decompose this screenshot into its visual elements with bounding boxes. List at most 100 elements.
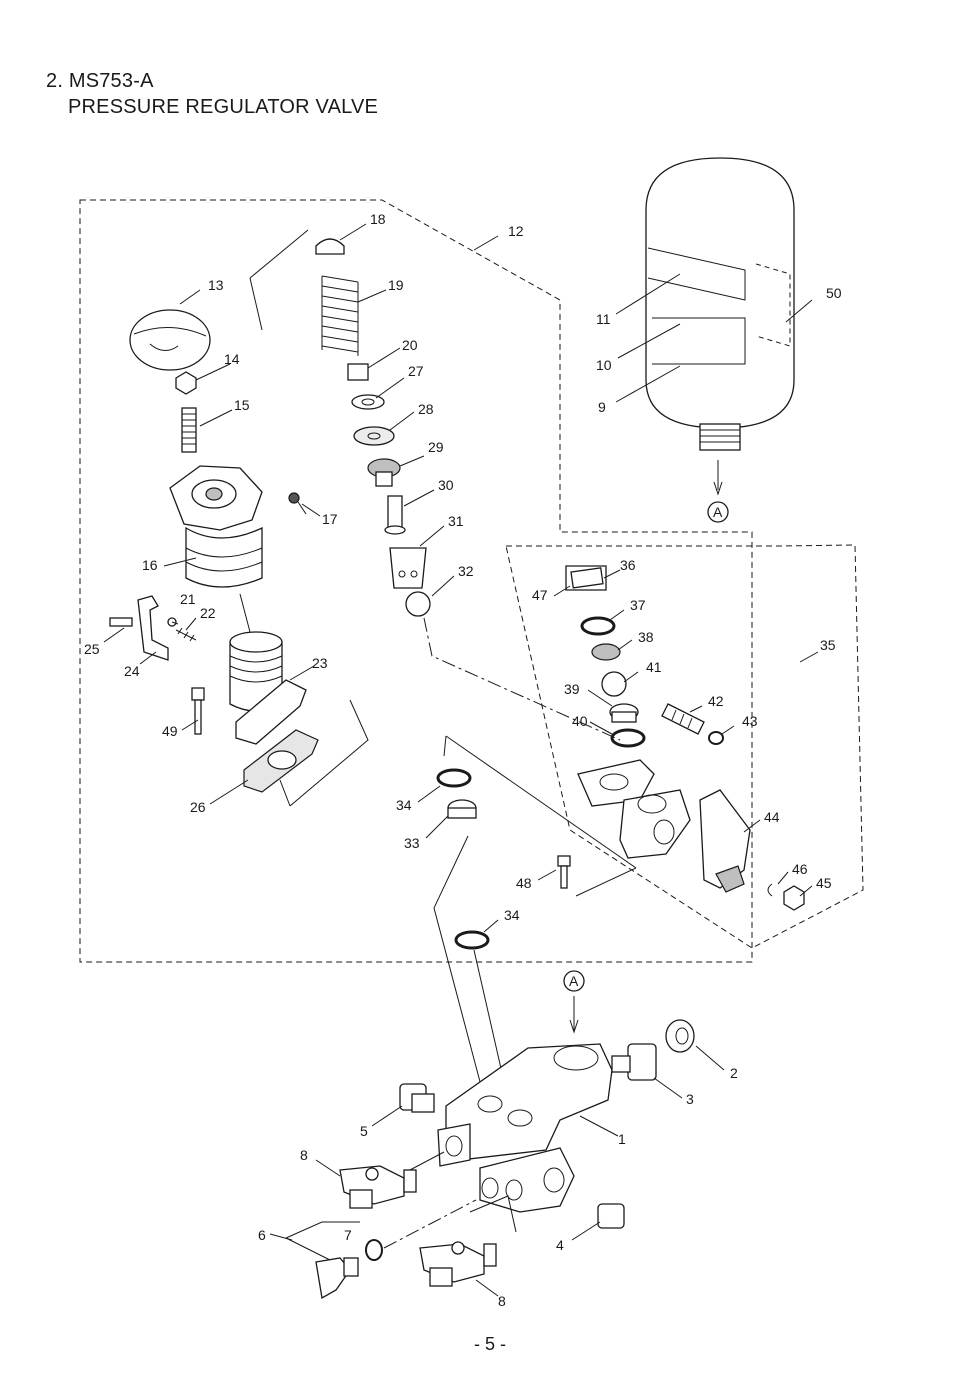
handle-part-44 [699,789,751,893]
callout-11: 11 [596,311,611,327]
callout-18: 18 [370,211,386,227]
oring-part-34-upper [436,768,472,788]
cup-part-31 [389,547,427,589]
callout-32: 32 [458,563,474,579]
explode-line-8 [469,1195,517,1233]
explode-line-6 [285,1221,360,1239]
explode-line-35c [575,867,637,897]
main-body-part-1 [437,1043,613,1213]
callout-44: 44 [764,809,780,825]
cap-part-13 [129,309,211,371]
callout-30: 30 [438,477,454,493]
seat-part-29 [367,458,401,487]
callout-5: 5 [360,1123,368,1139]
knob-part-16 [169,465,263,588]
page-title-model: 2. MS753-A [46,70,154,92]
callout-24: 24 [124,663,140,679]
nut-part-45 [783,885,805,911]
ball-part-41 [601,671,627,697]
explode-line-35b [443,735,447,757]
callout-21: 21 [180,591,196,607]
plug-part-5 [399,1083,435,1113]
explode-line-16 [239,593,251,633]
callout-2: 2 [730,1065,738,1081]
callout-8-upper: 8 [300,1147,308,1163]
marker-a-top-label: A [713,504,723,520]
valve-part-42 [661,703,705,735]
callout-28: 28 [418,401,434,417]
callout-36: 36 [620,557,636,573]
explode-line-23b [279,779,291,807]
explode-line-8b [409,1151,445,1171]
callout-45: 45 [816,875,832,891]
screw-part-15 [181,407,197,453]
body-part-23 [229,631,307,745]
callout-labels: 1 2 3 4 5 6 7 8 8 9 10 11 12 13 14 15 16… [84,211,842,1309]
plug-part-20 [347,363,369,381]
bolt-part-48 [557,855,571,889]
clip-part-46 [767,883,773,897]
callout-23: 23 [312,655,328,671]
callout-46: 46 [792,861,808,877]
bracket-part-24 [137,595,169,661]
explode-line-12a [249,229,309,279]
tank-part-9 [645,157,795,496]
ball-part-32 [405,591,431,617]
callout-48: 48 [516,875,532,891]
callout-22: 22 [200,605,216,621]
oring-part-43 [708,731,724,745]
callout-19: 19 [388,277,404,293]
callout-27: 27 [408,363,424,379]
oring-part-37 [580,616,616,636]
callout-9: 9 [598,399,606,415]
callout-8-lower: 8 [498,1293,506,1309]
page-title-description: PRESSURE REGULATOR VALVE [68,96,379,118]
callout-40: 40 [572,713,588,729]
callout-12: 12 [508,223,524,239]
callout-25: 25 [84,641,100,657]
oring-part-40 [610,728,646,748]
plug-part-4 [597,1203,625,1229]
explode-line-6b [285,1237,331,1261]
washer-part-2 [665,1019,695,1053]
spring-part-22 [175,627,197,642]
callout-34-lower: 34 [504,907,520,923]
callout-37: 37 [630,597,646,613]
spring-part-19 [321,275,359,356]
callout-13: 13 [208,277,224,293]
callout-31: 31 [448,513,464,529]
callout-6: 6 [258,1227,266,1243]
callout-26: 26 [190,799,206,815]
callout-50: 50 [826,285,842,301]
seat-part-39 [609,703,639,723]
seat-part-38 [591,643,621,661]
callout-10: 10 [596,357,612,373]
cap-part-36 [565,565,607,591]
explode-line-35 [445,735,637,869]
callout-17: 17 [322,511,338,527]
callout-43: 43 [742,713,758,729]
nut-part-33 [447,799,477,819]
assembly-12-boundary [79,199,753,963]
assembly-35-boundary [505,544,864,949]
marker-a-bottom-label: A [569,973,579,989]
explode-line-7 [383,1199,477,1249]
washer-part-27 [351,394,385,410]
fitting-part-3 [611,1043,657,1081]
callout-35: 35 [820,637,836,653]
callout-39: 39 [564,681,580,697]
callout-42: 42 [708,693,724,709]
callout-15: 15 [234,397,250,413]
callout-4: 4 [556,1237,564,1253]
bolt-part-49 [191,687,205,735]
callout-16: 16 [142,557,158,573]
page-number: - 5 - [473,1334,506,1354]
valve-part-8-lower [419,1241,497,1287]
marker-a-bottom [563,970,585,1034]
callout-1: 1 [618,1131,626,1147]
callout-49: 49 [162,723,178,739]
callout-14: 14 [224,351,240,367]
callout-3: 3 [686,1091,694,1107]
screw-part-25 [109,617,133,627]
